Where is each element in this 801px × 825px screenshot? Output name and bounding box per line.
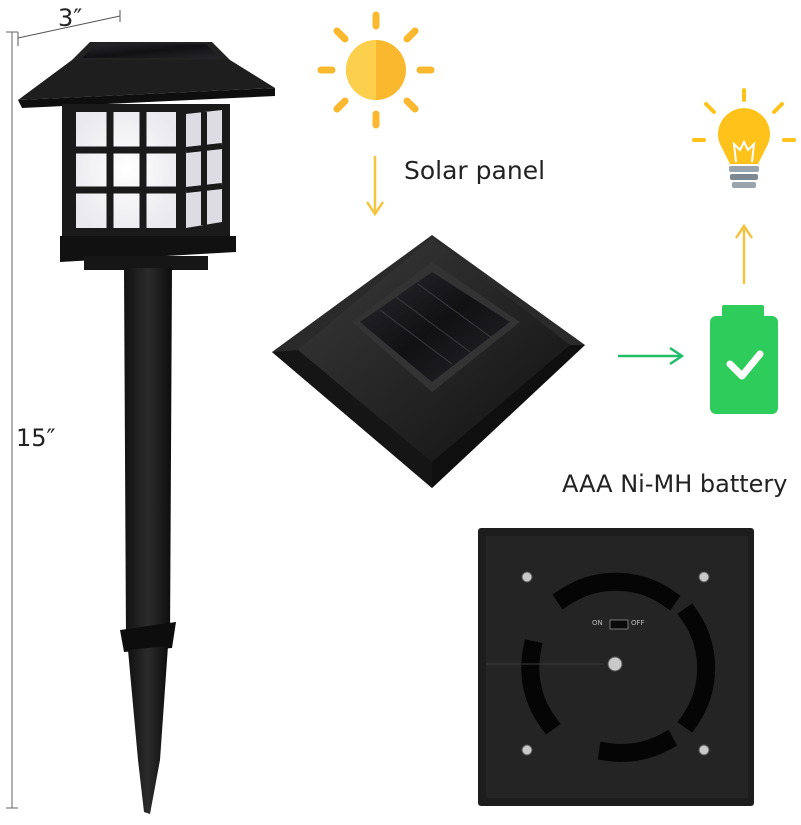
center-screw <box>607 656 623 672</box>
width-dimension <box>17 10 121 46</box>
garden-light <box>18 42 275 814</box>
lantern-windows <box>76 110 223 228</box>
light-bulb-icon <box>692 88 796 188</box>
light-cap-panel <box>82 44 220 58</box>
arrow-sun-to-panel <box>365 156 385 217</box>
arrow-panel-to-battery <box>618 346 685 366</box>
solar-panel-module <box>272 235 585 488</box>
light-roof <box>18 60 275 100</box>
height-label: 15″ <box>16 424 56 452</box>
height-dimension <box>6 31 18 809</box>
sun-icon <box>317 11 435 129</box>
light-stake-spike <box>128 646 168 814</box>
arrow-battery-to-bulb <box>734 223 754 284</box>
battery-check-icon <box>710 305 778 414</box>
light-stake-upper <box>124 268 172 640</box>
lantern-base <box>60 236 236 262</box>
solar-panel-label: Solar panel <box>404 156 546 185</box>
width-label: 3″ <box>58 4 83 32</box>
switch-on-label: ON <box>592 619 603 627</box>
power-switch <box>609 619 629 630</box>
switch-off-label: OFF <box>631 619 645 627</box>
back-plate <box>478 528 754 806</box>
solar-cell <box>360 272 510 382</box>
battery-label: AAA Ni-MH battery <box>562 470 788 498</box>
